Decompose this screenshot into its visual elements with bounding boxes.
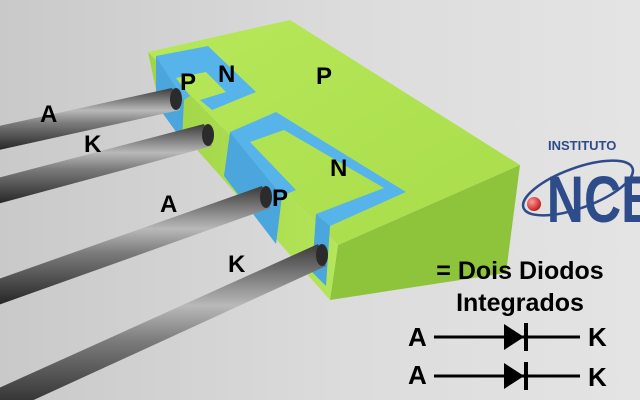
diode-triangle-icon bbox=[504, 363, 524, 389]
logo-top-text: INSTITUTO bbox=[548, 138, 616, 153]
symbol-2-anode: A bbox=[408, 360, 427, 390]
diode-triangle-icon bbox=[504, 324, 524, 350]
label-a1: A bbox=[40, 101, 57, 128]
block-right-face bbox=[330, 165, 520, 300]
diode-symbol-1: A K bbox=[408, 322, 607, 352]
n-region-2-front bbox=[224, 132, 282, 244]
label-p-top: P bbox=[316, 63, 332, 90]
lead-wires bbox=[0, 88, 328, 400]
caption-line-2: Integrados bbox=[456, 289, 584, 317]
symbol-2-cathode: K bbox=[588, 362, 607, 392]
logo-main-text: NCB bbox=[547, 162, 640, 237]
logo-instituto-ncb: INSTITUTO NCB bbox=[521, 138, 640, 237]
lead-k2 bbox=[0, 244, 328, 400]
symbol-1-anode: A bbox=[408, 322, 427, 352]
logo-orbit-icon bbox=[521, 159, 635, 217]
label-a2: A bbox=[160, 191, 177, 218]
label-p2: P bbox=[272, 185, 288, 212]
semiconductor-block bbox=[148, 20, 520, 300]
block-top-face bbox=[148, 20, 520, 245]
diode-symbol-2: A K bbox=[408, 360, 607, 392]
symbol-1-cathode: K bbox=[588, 322, 607, 352]
label-k1: K bbox=[84, 131, 102, 158]
label-k2: K bbox=[228, 251, 246, 278]
label-p1: P bbox=[180, 69, 196, 96]
label-n2: N bbox=[330, 155, 347, 182]
lead-k1 bbox=[0, 124, 214, 204]
lead-a2 bbox=[0, 186, 272, 305]
logo-ball-icon bbox=[527, 197, 541, 211]
label-n1: N bbox=[218, 61, 235, 88]
n-region-2 bbox=[230, 112, 406, 226]
caption-line-1: = Dois Diodos bbox=[436, 257, 604, 285]
lead-a1 bbox=[0, 88, 182, 150]
